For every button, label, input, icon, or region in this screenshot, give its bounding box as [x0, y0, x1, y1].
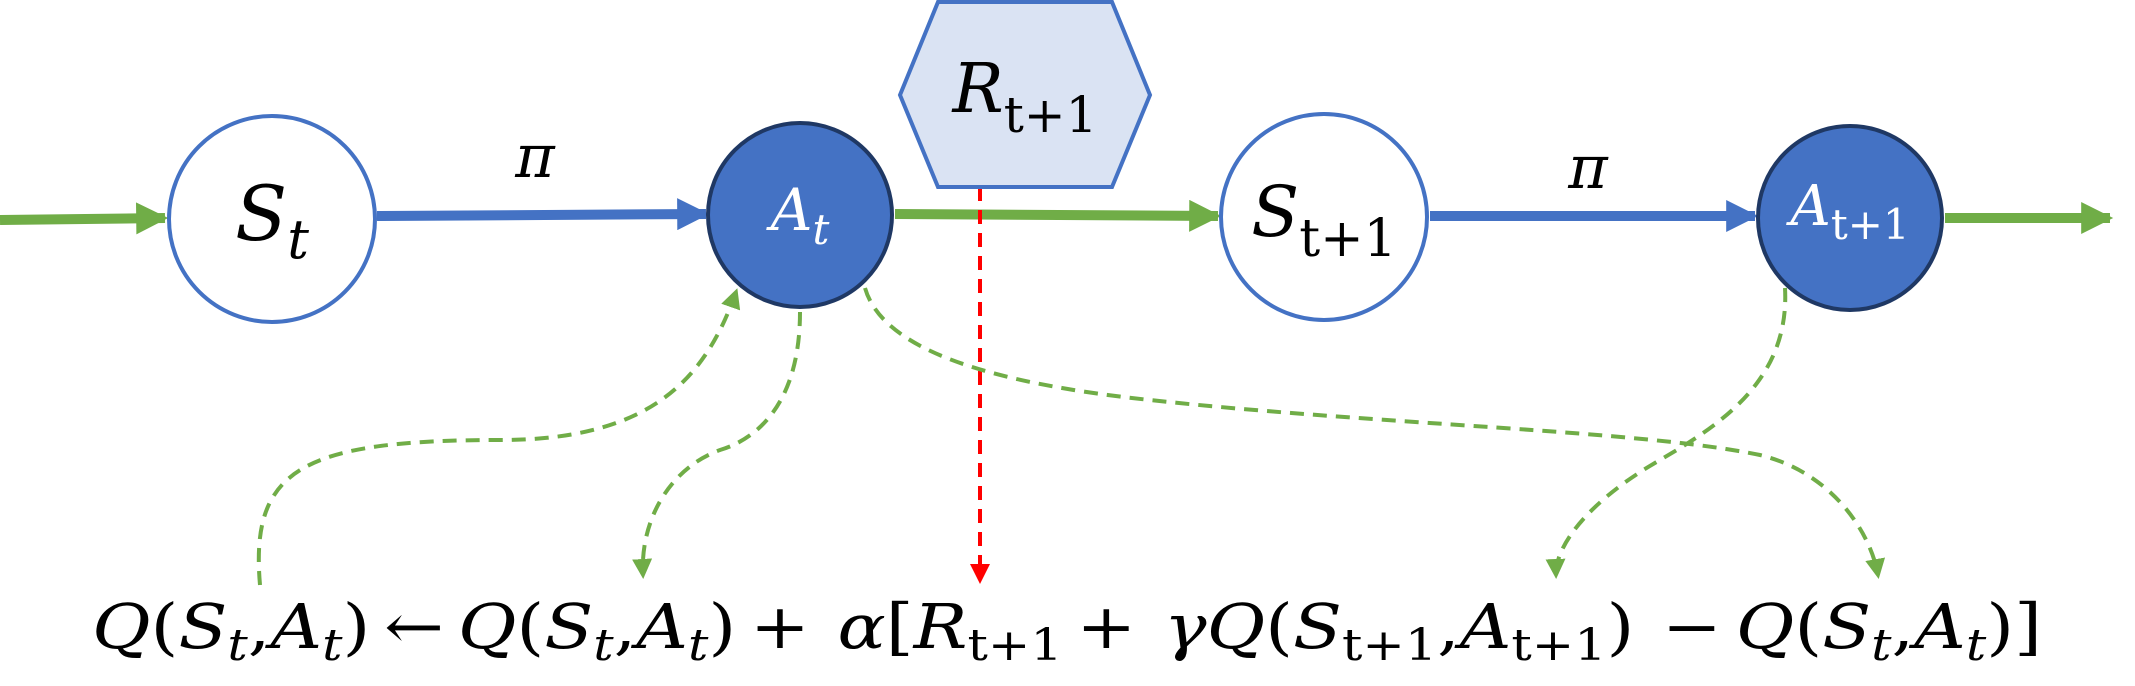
action-node-at1 — [1756, 124, 1944, 312]
action-node-at — [706, 121, 894, 309]
state-node-st-label: St — [235, 169, 309, 271]
reward-node — [897, 0, 1153, 189]
state-node-st — [167, 114, 377, 324]
state-node-st1-label: St+1 — [1251, 171, 1397, 269]
reward-node-label: Rt+1 — [950, 50, 1097, 144]
transition-arrow-at-to-st1 — [894, 199, 1222, 232]
eq-qold-q: Q — [458, 590, 517, 663]
eq-qsub-q: Q — [1736, 590, 1795, 663]
incoming-transition-arrow — [0, 202, 169, 235]
eq-qnext-q: Q — [1207, 590, 1266, 663]
state-node-st1 — [1219, 112, 1429, 322]
eq-alpha: α — [838, 590, 886, 663]
action-node-at1-label: At+1 — [1785, 174, 1909, 249]
dashed-arrow-lhs-to-at — [256, 288, 741, 586]
policy-label-2: π — [1567, 133, 1609, 203]
dashed-arrow-at-to-qold — [632, 311, 802, 579]
dashed-arrow-at-to-qsub — [863, 287, 1886, 579]
eq-lhs-q: Q — [92, 590, 151, 663]
policy-arrow-st-to-at — [376, 198, 710, 231]
eq-arrow: ← — [384, 590, 444, 663]
eq-reward: R — [913, 590, 968, 663]
eq-gamma: γ — [1164, 590, 1208, 663]
policy-label-1: π — [514, 122, 556, 192]
action-node-at-label: At — [766, 176, 830, 254]
dashed-arrow-at1-to-qnext — [1545, 287, 1788, 579]
